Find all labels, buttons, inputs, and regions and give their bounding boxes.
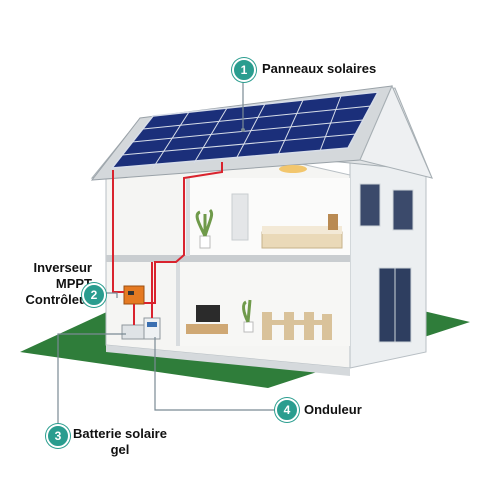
label-gel-battery: Batterie solaire gel <box>70 426 170 458</box>
dining-set <box>262 312 332 340</box>
label-battery-line2: gel <box>110 442 130 457</box>
roof-gable <box>359 84 433 179</box>
bed <box>261 231 343 249</box>
label-battery-line1: Batterie solaire <box>73 426 167 441</box>
label-solar-panels: Panneaux solaires <box>262 61 377 76</box>
label-mppt-controller: Inverseur MPPT Contrôleur <box>8 260 92 308</box>
callout-badge-2: 2 <box>82 283 106 307</box>
label-inverter: Onduleur <box>304 402 362 417</box>
potted-plant-upstairs <box>195 208 214 249</box>
callout-badge-4: 4 <box>275 398 299 422</box>
tv-unit <box>186 324 228 334</box>
side-window-upper-right <box>392 189 414 231</box>
television <box>196 305 220 322</box>
side-window-upper-left <box>359 183 381 227</box>
label-mppt-line1: Inverseur MPPT <box>33 260 92 291</box>
upstairs-door <box>231 193 249 241</box>
callout-leaders <box>57 78 275 428</box>
floor-slab <box>106 255 350 262</box>
label-mppt-line2: Contrôleur <box>25 292 92 307</box>
battery-box <box>121 324 145 340</box>
callout-badge-1: 1 <box>232 58 256 82</box>
power-wiring <box>112 162 223 325</box>
inverter-box <box>143 317 161 340</box>
ceiling-lamp <box>279 165 307 173</box>
callout-badge-3: 3 <box>46 424 70 448</box>
potted-plant-downstairs <box>242 299 254 333</box>
solar-panel-grid <box>121 95 372 169</box>
